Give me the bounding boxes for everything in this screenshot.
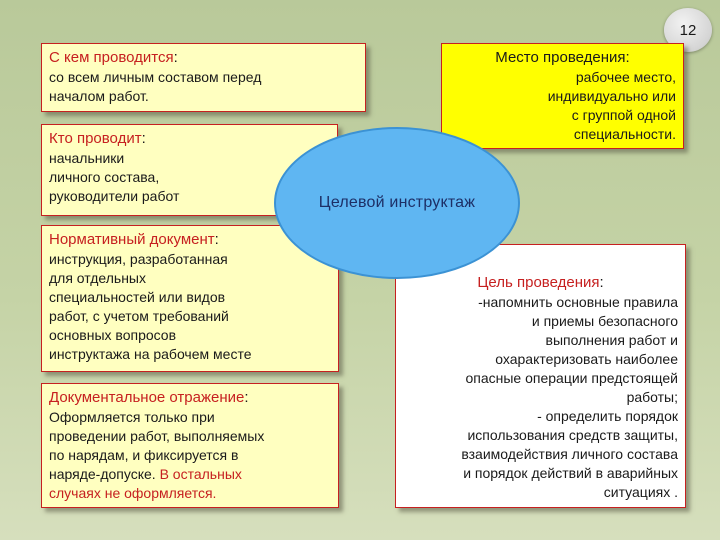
documentation-title: Документальное отражение:: [49, 389, 249, 406]
central-topic-label: Целевой инструктаж: [318, 194, 476, 211]
who-conducts-title: Кто проводит:: [49, 130, 146, 147]
documentation-text-black: Оформляется только при проведении работ,…: [49, 409, 265, 482]
central-topic-ellipse: Целевой инструктаж: [274, 127, 520, 279]
who-conducts-text: начальники личного состава, руководители…: [49, 150, 180, 204]
place-title: Место проведения:: [495, 49, 630, 66]
normative-document-title: Нормативный документ:: [49, 231, 219, 248]
place-box: Место проведения: рабочее место, индивид…: [441, 43, 684, 149]
who-with-text: со всем личным составом перед началом ра…: [49, 69, 262, 104]
goal-title: Цель проведения:: [477, 274, 604, 291]
documentation-text: Оформляется только при проведении работ,…: [49, 408, 331, 503]
goal-box: Цель проведения: -напомнить основные пра…: [395, 244, 686, 508]
normative-document-box: Нормативный документ: инструкция, разраб…: [41, 225, 339, 372]
who-with-box: С кем проводится: со всем личным составо…: [41, 43, 366, 112]
normative-document-text: инструкция, разработанная для отдельных …: [49, 251, 252, 362]
place-text: рабочее место, индивидуально или с групп…: [547, 69, 676, 142]
goal-text: -напомнить основные правила и приемы без…: [461, 294, 678, 500]
who-conducts-box: Кто проводит: начальники личного состава…: [41, 124, 338, 216]
who-with-title: С кем проводится:: [49, 49, 178, 66]
documentation-text-red: В остальных случаях не оформляется.: [49, 466, 242, 501]
documentation-box: Документальное отражение: Оформляется то…: [41, 383, 339, 508]
